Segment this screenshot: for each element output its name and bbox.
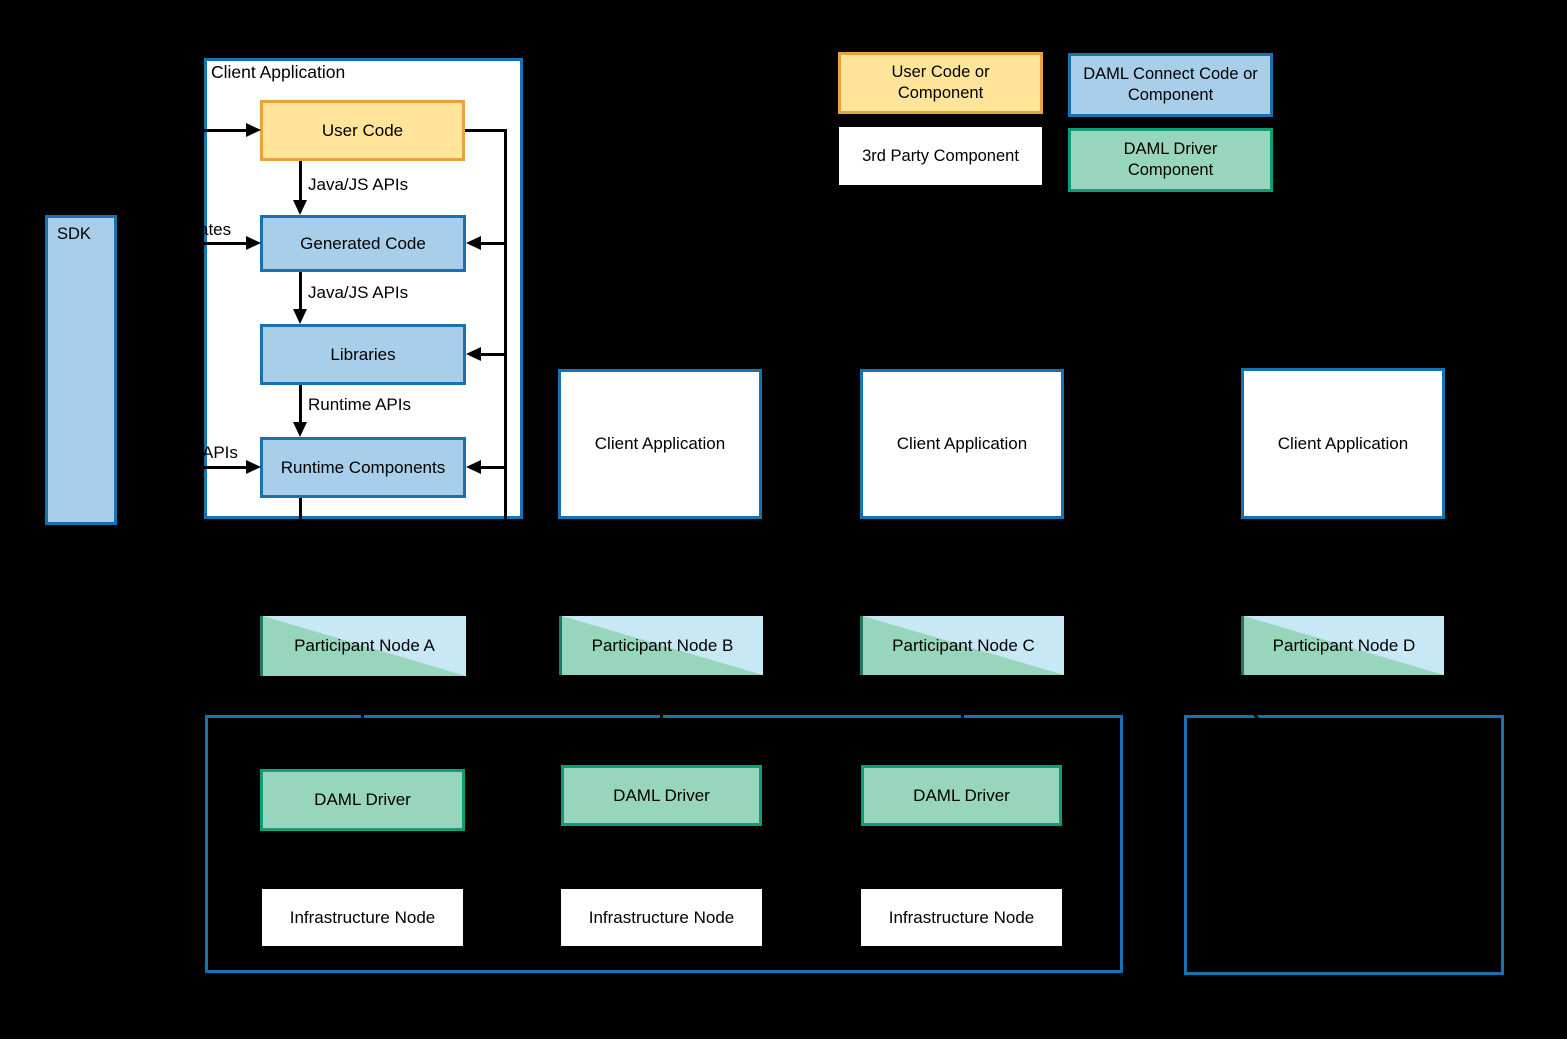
connector-tick-node-b bbox=[660, 701, 663, 729]
loop-branch-runtime bbox=[481, 466, 507, 469]
generates-label-clipped: ates bbox=[199, 220, 232, 239]
daml-driver-box-c: DAML Driver bbox=[861, 765, 1062, 826]
runtime-components-box: Runtime Components bbox=[260, 437, 466, 498]
legend-third-party: 3rd Party Component bbox=[839, 127, 1042, 185]
client-application-box-d: Client Application bbox=[1241, 368, 1445, 519]
arrowhead-right-icon bbox=[246, 460, 261, 474]
infrastructure-node-box-b: Infrastructure Node bbox=[561, 889, 762, 946]
arrowhead-down-icon bbox=[293, 422, 307, 437]
connector-tick-node-a bbox=[361, 701, 364, 729]
daml-driver-box-a: DAML Driver bbox=[260, 769, 465, 831]
arrowhead-down-icon bbox=[293, 309, 307, 324]
arrowhead-down-icon bbox=[293, 200, 307, 215]
sdk-box: SDK bbox=[45, 215, 117, 525]
legend-user-code: User Code or Component bbox=[838, 52, 1043, 114]
arrow-line-user-to-generated bbox=[299, 161, 302, 201]
arrow-line-generates bbox=[202, 242, 248, 245]
loop-line-top bbox=[465, 129, 507, 132]
client-application-container-title: Client Application bbox=[211, 62, 346, 82]
arrow-line-into-user-code bbox=[202, 129, 248, 132]
arrowhead-left-icon bbox=[466, 236, 481, 250]
network-container-left bbox=[205, 715, 1123, 973]
arrowhead-left-icon bbox=[466, 460, 481, 474]
arrow-line-ledger-apis bbox=[202, 466, 248, 469]
infrastructure-node-box-a: Infrastructure Node bbox=[262, 889, 463, 946]
participant-node-d: Participant Node D bbox=[1241, 616, 1444, 675]
arrow-line-generated-to-libraries bbox=[299, 272, 302, 310]
loop-line-vertical bbox=[504, 129, 507, 524]
arrowhead-right-icon bbox=[246, 123, 261, 137]
client-application-box-b: Client Application bbox=[558, 369, 762, 519]
arrowhead-right-icon bbox=[246, 236, 261, 250]
user-code-box: User Code bbox=[260, 100, 465, 161]
legend-daml-connect-label: DAML Connect Code or Component bbox=[1083, 65, 1258, 104]
loop-branch-generated bbox=[481, 242, 507, 245]
arrow-line-runtime-down-stub bbox=[299, 498, 302, 524]
client-application-box-c: Client Application bbox=[860, 369, 1064, 519]
daml-driver-box-b: DAML Driver bbox=[561, 765, 762, 826]
loop-branch-libraries bbox=[481, 353, 507, 356]
participant-node-c: Participant Node C bbox=[860, 616, 1064, 675]
participant-node-a: Participant Node A bbox=[260, 616, 466, 676]
arrowhead-left-icon bbox=[466, 347, 481, 361]
legend-daml-driver: DAML Driver Component bbox=[1068, 128, 1273, 192]
network-container-right bbox=[1184, 715, 1504, 975]
runtime-apis-label: Runtime APIs bbox=[308, 395, 411, 414]
infrastructure-node-box-c: Infrastructure Node bbox=[861, 889, 1062, 946]
java-js-apis-label-2: Java/JS APIs bbox=[308, 283, 409, 302]
ledger-apis-label-clipped: APIs bbox=[202, 443, 238, 462]
legend-daml-driver-label: DAML Driver Component bbox=[1123, 140, 1218, 179]
generated-code-box: Generated Code bbox=[260, 215, 466, 272]
legend-third-party-label: 3rd Party Component bbox=[862, 146, 1019, 165]
participant-node-b: Participant Node B bbox=[559, 616, 763, 675]
legend-user-code-label: User Code or Component bbox=[891, 63, 990, 102]
legend-daml-connect: DAML Connect Code or Component bbox=[1068, 53, 1273, 117]
connector-tick-node-c bbox=[961, 701, 964, 729]
arrow-line-libraries-to-runtime bbox=[299, 385, 302, 422]
java-js-apis-label-1: Java/JS APIs bbox=[308, 175, 409, 194]
libraries-box: Libraries bbox=[260, 324, 466, 385]
